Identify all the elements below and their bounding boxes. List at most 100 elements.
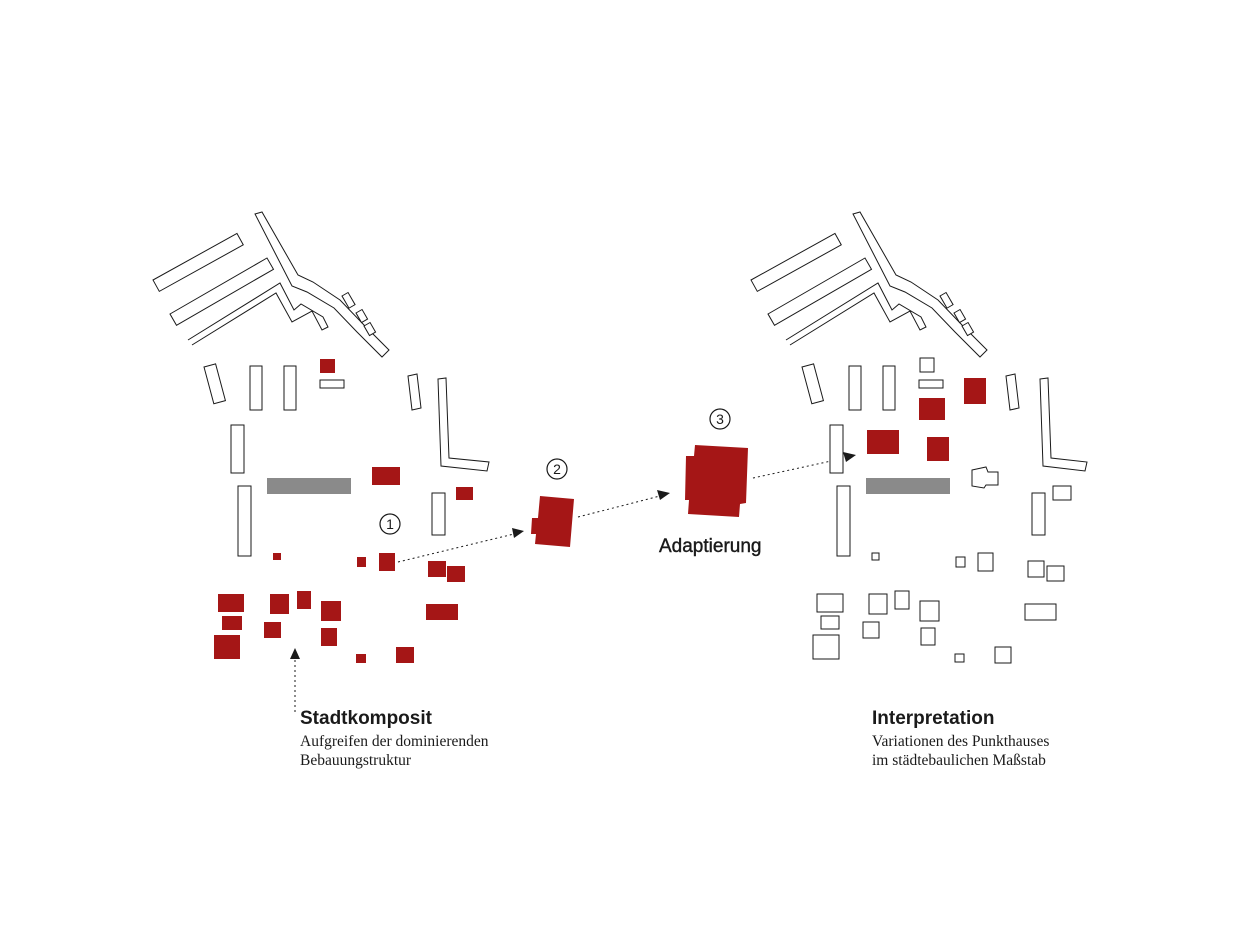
point-house: [222, 616, 242, 630]
arrowhead-icon: [512, 528, 524, 538]
small-building: [319, 379, 345, 389]
small-building: [363, 321, 377, 337]
point-house: [297, 591, 311, 609]
arrow-1-to-2: [397, 533, 515, 563]
label-line: Variationen des Punkthauses: [872, 733, 1050, 750]
arrowhead-icon: [843, 452, 856, 462]
point-house: [357, 557, 366, 567]
small-house: [812, 634, 840, 660]
label-title: Adaptierung: [659, 536, 762, 557]
point-house: [218, 594, 244, 612]
point-house: [426, 604, 458, 620]
label-interpretation: Interpretation Variationen des Punkthaus…: [872, 708, 1049, 770]
row-building: [801, 363, 825, 405]
small-house: [871, 552, 880, 561]
grey-slab: [866, 478, 950, 494]
point-house: [379, 553, 395, 571]
row-building: [249, 365, 263, 411]
slab-building: [767, 257, 873, 326]
small-building: [971, 466, 999, 489]
arrow-2-to-3: [577, 495, 661, 518]
row-building: [1031, 492, 1046, 536]
small-building: [355, 308, 369, 324]
row-building: [237, 485, 252, 557]
point-house-variation: [964, 378, 986, 404]
point-house: [270, 594, 289, 614]
small-house: [920, 627, 936, 646]
adaptation-sequence: 1 2 3: [290, 408, 856, 712]
label-adaptierung: Adaptierung: [659, 536, 762, 558]
point-house-variation: [927, 437, 949, 461]
row-building: [829, 424, 844, 474]
label-line: im städtebaulichen Maßstab: [872, 752, 1046, 769]
small-building: [341, 291, 356, 309]
slab-building: [152, 232, 244, 293]
l-block: [1039, 377, 1088, 472]
zigzag-block: [187, 282, 329, 346]
l-block: [407, 373, 422, 411]
row-building: [882, 365, 896, 411]
small-building: [919, 357, 935, 373]
small-house: [820, 615, 840, 630]
slab-building: [750, 232, 842, 293]
small-building: [961, 321, 975, 337]
row-building: [431, 492, 446, 536]
small-building: [1052, 485, 1072, 501]
point-house: [356, 654, 366, 663]
point-house: [214, 635, 240, 659]
step-number: 3: [716, 411, 724, 427]
small-house: [954, 653, 965, 663]
site-plan-stadtkomposit: [152, 211, 490, 663]
l-block: [437, 377, 490, 472]
point-house: [273, 553, 281, 560]
point-house: [428, 561, 446, 577]
diagonal-block: [254, 211, 390, 358]
small-house: [977, 552, 994, 572]
step-number: 1: [386, 516, 394, 532]
small-house: [862, 621, 880, 639]
row-building: [203, 363, 227, 405]
point-house: [321, 601, 341, 621]
point-house-variation: [867, 430, 899, 454]
label-line: Aufgreifen der dominierenden: [300, 733, 489, 750]
small-house: [1046, 565, 1065, 582]
point-house: [321, 628, 337, 646]
small-house: [919, 600, 940, 622]
step-marker-3: 3: [709, 408, 731, 430]
point-house: [372, 467, 400, 485]
label-title: Stadtkomposit: [300, 708, 432, 729]
step-marker-1: 1: [379, 513, 401, 535]
small-house: [894, 590, 910, 610]
step-marker-2: 2: [546, 458, 568, 480]
site-plan-interpretation: [750, 211, 1088, 664]
point-house: [264, 622, 281, 638]
small-building: [953, 308, 967, 324]
point-house-variation: [919, 398, 945, 420]
row-building: [230, 424, 245, 474]
small-house: [955, 556, 966, 568]
label-title: Interpretation: [872, 708, 995, 729]
row-building: [836, 485, 851, 557]
small-house: [1027, 560, 1045, 578]
point-house-step-2: [531, 496, 574, 547]
point-house-step-3: [685, 445, 748, 517]
small-house: [868, 593, 888, 615]
point-house: [320, 359, 335, 373]
l-block: [1005, 373, 1020, 411]
grey-slab: [267, 478, 351, 494]
small-house: [816, 593, 844, 613]
arrowhead-icon: [657, 490, 670, 500]
zigzag-block: [785, 282, 927, 346]
label-line: Bebauungstruktur: [300, 752, 412, 769]
point-house: [456, 487, 473, 500]
small-building: [939, 291, 954, 309]
diagonal-block: [852, 211, 988, 358]
label-stadtkomposit: Stadtkomposit Aufgreifen der dominierend…: [300, 708, 489, 770]
step-number: 2: [553, 461, 561, 477]
row-building: [283, 365, 297, 411]
small-house: [1024, 603, 1057, 621]
arrow-3-to-interpretation: [752, 457, 846, 479]
small-building: [918, 379, 944, 389]
arrowhead-icon: [290, 648, 300, 659]
